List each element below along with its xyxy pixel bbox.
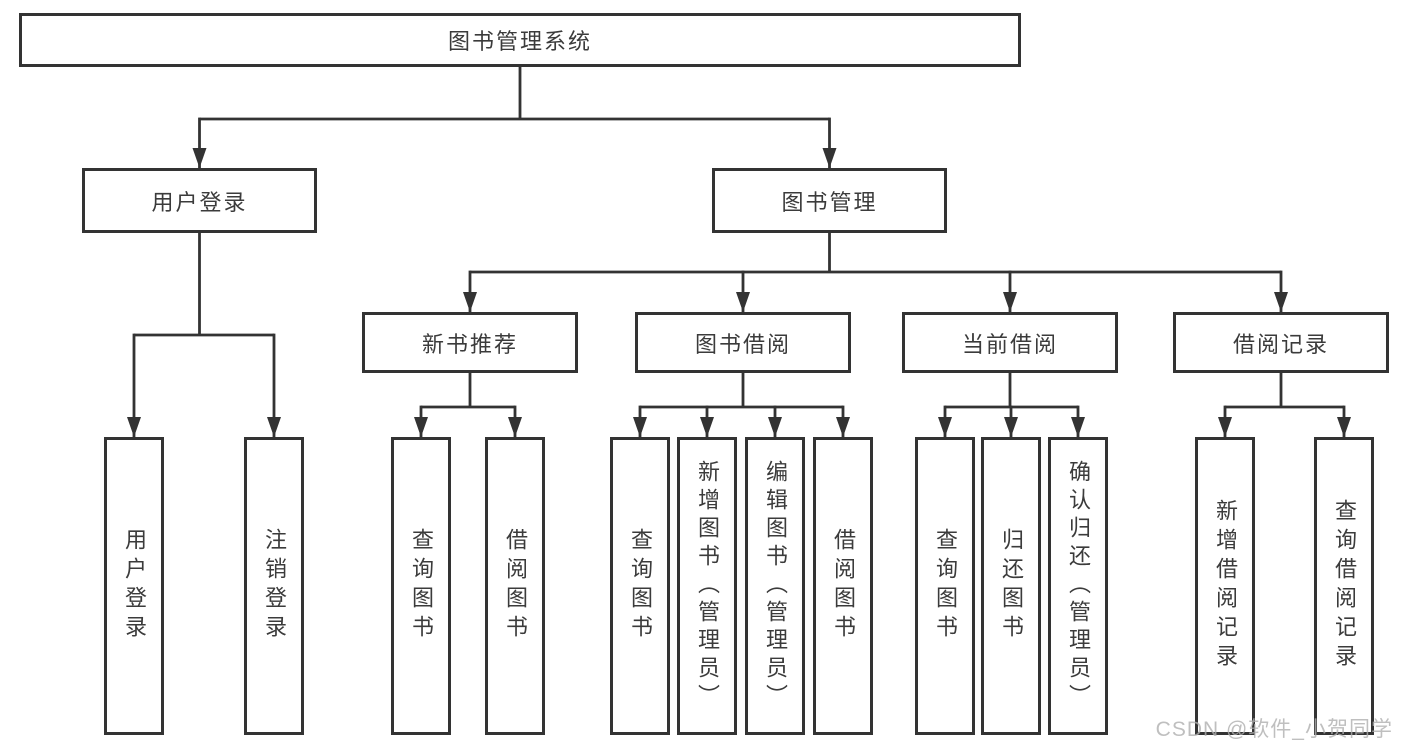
leaf-cb-confirm-return-admin: 确认归还（管理员） bbox=[1048, 437, 1108, 735]
node-current-borrow: 当前借阅 bbox=[902, 312, 1118, 373]
connector-borrow-records-to-leaves bbox=[1218, 373, 1351, 437]
node-book-mgmt-label: 图书管理 bbox=[781, 189, 878, 215]
leaf-cb-query-books-label: 查询图书 bbox=[933, 528, 958, 644]
node-book-mgmt: 图书管理 bbox=[712, 168, 947, 233]
leaf-cb-return-books: 归还图书 bbox=[981, 437, 1041, 735]
leaf-bb-add-books-admin: 新增图书（管理员） bbox=[677, 437, 737, 735]
node-book-borrow: 图书借阅 bbox=[635, 312, 851, 373]
leaf-logout: 注销登录 bbox=[244, 437, 304, 735]
leaf-nbr-borrow-books: 借阅图书 bbox=[485, 437, 545, 735]
leaf-bb-add-books-admin-label: 新增图书（管理员） bbox=[695, 460, 720, 712]
leaf-bb-query-books-label: 查询图书 bbox=[628, 528, 653, 644]
node-user-login: 用户登录 bbox=[82, 168, 317, 233]
leaf-cb-query-books: 查询图书 bbox=[915, 437, 975, 735]
csdn-watermark: CSDN @软件_小贺同学 bbox=[1155, 718, 1393, 741]
leaf-cb-return-books-label: 归还图书 bbox=[999, 528, 1024, 644]
leaf-nbr-query-books-label: 查询图书 bbox=[409, 528, 434, 644]
node-borrow-records-label: 借阅记录 bbox=[1232, 331, 1329, 357]
connector-new-book-rec-to-leaves bbox=[414, 373, 522, 437]
leaf-nbr-borrow-books-label: 借阅图书 bbox=[503, 528, 528, 644]
connector-root-to-level2 bbox=[192, 67, 837, 168]
node-book-borrow-label: 图书借阅 bbox=[694, 331, 791, 357]
leaf-cb-confirm-return-admin-label: 确认归还（管理员） bbox=[1066, 460, 1091, 712]
leaf-br-query-record: 查询借阅记录 bbox=[1314, 437, 1374, 735]
leaf-bb-borrow-books: 借阅图书 bbox=[813, 437, 873, 735]
leaf-bb-edit-books-admin: 编辑图书（管理员） bbox=[745, 437, 805, 735]
leaf-br-add-record: 新增借阅记录 bbox=[1195, 437, 1255, 735]
node-root-label: 图书管理系统 bbox=[447, 29, 592, 54]
connector-user-login-to-leaves bbox=[127, 233, 281, 437]
leaf-nbr-query-books: 查询图书 bbox=[391, 437, 451, 735]
leaf-user-login: 用户登录 bbox=[104, 437, 164, 735]
node-borrow-records: 借阅记录 bbox=[1173, 312, 1389, 373]
leaf-bb-borrow-books-label: 借阅图书 bbox=[831, 528, 856, 644]
node-user-login-label: 用户登录 bbox=[151, 189, 248, 215]
node-new-book-rec-label: 新书推荐 bbox=[421, 331, 518, 357]
leaf-logout-label: 注销登录 bbox=[262, 528, 287, 644]
node-current-borrow-label: 当前借阅 bbox=[961, 331, 1058, 357]
node-root: 图书管理系统 bbox=[19, 13, 1021, 67]
node-new-book-rec: 新书推荐 bbox=[362, 312, 578, 373]
leaf-bb-edit-books-admin-label: 编辑图书（管理员） bbox=[763, 460, 788, 712]
leaf-bb-query-books: 查询图书 bbox=[610, 437, 670, 735]
connector-book-mgmt-to-level3 bbox=[463, 233, 1288, 312]
leaf-user-login-label: 用户登录 bbox=[122, 528, 147, 644]
connector-book-borrow-to-leaves bbox=[633, 373, 850, 437]
connector-current-borrow-to-leaves bbox=[938, 373, 1085, 437]
leaf-br-query-record-label: 查询借阅记录 bbox=[1332, 499, 1357, 673]
leaf-br-add-record-label: 新增借阅记录 bbox=[1213, 499, 1238, 673]
